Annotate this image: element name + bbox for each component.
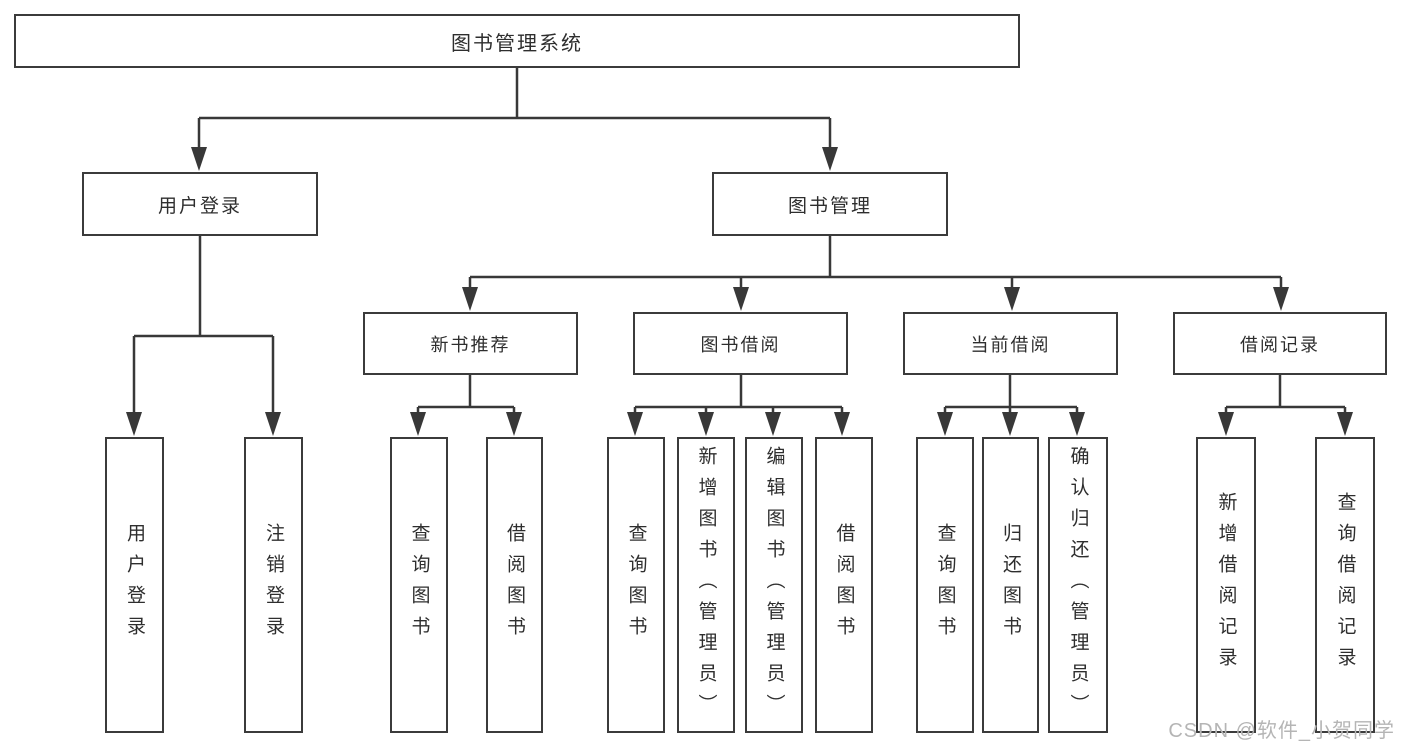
leaf-user-login: 用户登录 xyxy=(105,437,164,733)
leaf-br-add-record-label: 新增借阅记录 xyxy=(1215,492,1237,678)
arrow-down-icon xyxy=(937,412,953,436)
leaf-user-login-label: 用户登录 xyxy=(124,523,145,647)
arrow-down-icon xyxy=(1337,412,1353,436)
arrow-down-icon xyxy=(698,412,714,436)
arrow-down-icon xyxy=(765,412,781,436)
arrow-down-icon xyxy=(126,412,142,436)
arrow-down-icon xyxy=(822,147,838,171)
leaf-cb-confirm-return-admin: 确认归还（管理员） xyxy=(1048,437,1108,733)
node-current-borrowing-label: 当前借阅 xyxy=(970,334,1051,355)
watermark: CSDN @软件_小贺同学 xyxy=(1168,720,1395,742)
arrow-down-icon xyxy=(191,147,207,171)
arrow-down-icon xyxy=(265,412,281,436)
node-borrowing-records-label: 借阅记录 xyxy=(1240,334,1320,355)
leaf-br-add-record: 新增借阅记录 xyxy=(1196,437,1256,733)
leaf-bb-query-books-label: 查询图书 xyxy=(625,523,647,647)
node-book-borrowing-label: 图书借阅 xyxy=(700,334,781,355)
node-book-management-label: 图书管理 xyxy=(787,195,872,217)
node-user-login-branch: 用户登录 xyxy=(82,172,318,236)
leaf-bb-edit-books-admin: 编辑图书（管理员） xyxy=(745,437,803,733)
arrowheads xyxy=(126,147,1353,436)
leaf-nbr-borrow-books: 借阅图书 xyxy=(486,437,543,733)
leaf-bb-edit-books-admin-label: 编辑图书（管理员） xyxy=(763,445,785,725)
leaf-logout: 注销登录 xyxy=(244,437,303,733)
node-new-book-recommend: 新书推荐 xyxy=(363,312,578,375)
node-root: 图书管理系统 xyxy=(14,14,1020,68)
node-new-book-recommend-label: 新书推荐 xyxy=(430,334,511,355)
node-book-borrowing: 图书借阅 xyxy=(633,312,848,375)
node-borrowing-records: 借阅记录 xyxy=(1173,312,1387,375)
node-book-management: 图书管理 xyxy=(712,172,948,236)
arrow-down-icon xyxy=(1273,287,1289,311)
arrow-down-icon xyxy=(1004,287,1020,311)
leaf-nbr-query-books-label: 查询图书 xyxy=(408,523,430,647)
arrow-down-icon xyxy=(834,412,850,436)
node-root-label: 图书管理系统 xyxy=(451,32,583,55)
leaf-cb-query-books-label: 查询图书 xyxy=(934,523,956,647)
leaf-cb-return-books: 归还图书 xyxy=(982,437,1039,733)
arrow-down-icon xyxy=(1069,412,1085,436)
arrow-down-icon xyxy=(410,412,426,436)
node-user-login-branch-label: 用户登录 xyxy=(157,195,242,217)
leaf-cb-return-books-label: 归还图书 xyxy=(1000,523,1021,647)
arrow-down-icon xyxy=(1002,412,1018,436)
leaf-logout-label: 注销登录 xyxy=(263,523,284,647)
leaf-bb-query-books: 查询图书 xyxy=(607,437,665,733)
arrow-down-icon xyxy=(627,412,643,436)
leaf-bb-borrow-books: 借阅图书 xyxy=(815,437,873,733)
arrow-down-icon xyxy=(1218,412,1234,436)
leaf-nbr-query-books: 查询图书 xyxy=(390,437,448,733)
leaf-br-query-record-label: 查询借阅记录 xyxy=(1334,492,1356,678)
leaf-bb-add-books-admin: 新增图书（管理员） xyxy=(677,437,735,733)
leaf-bb-borrow-books-label: 借阅图书 xyxy=(833,523,855,647)
arrow-down-icon xyxy=(462,287,478,311)
leaf-nbr-borrow-books-label: 借阅图书 xyxy=(504,523,525,647)
leaf-cb-query-books: 查询图书 xyxy=(916,437,974,733)
arrow-down-icon xyxy=(733,287,749,311)
leaf-br-query-record: 查询借阅记录 xyxy=(1315,437,1375,733)
arrow-down-icon xyxy=(506,412,522,436)
node-current-borrowing: 当前借阅 xyxy=(903,312,1118,375)
leaf-cb-confirm-return-admin-label: 确认归还（管理员） xyxy=(1067,445,1089,725)
leaf-bb-add-books-admin-label: 新增图书（管理员） xyxy=(695,445,717,725)
